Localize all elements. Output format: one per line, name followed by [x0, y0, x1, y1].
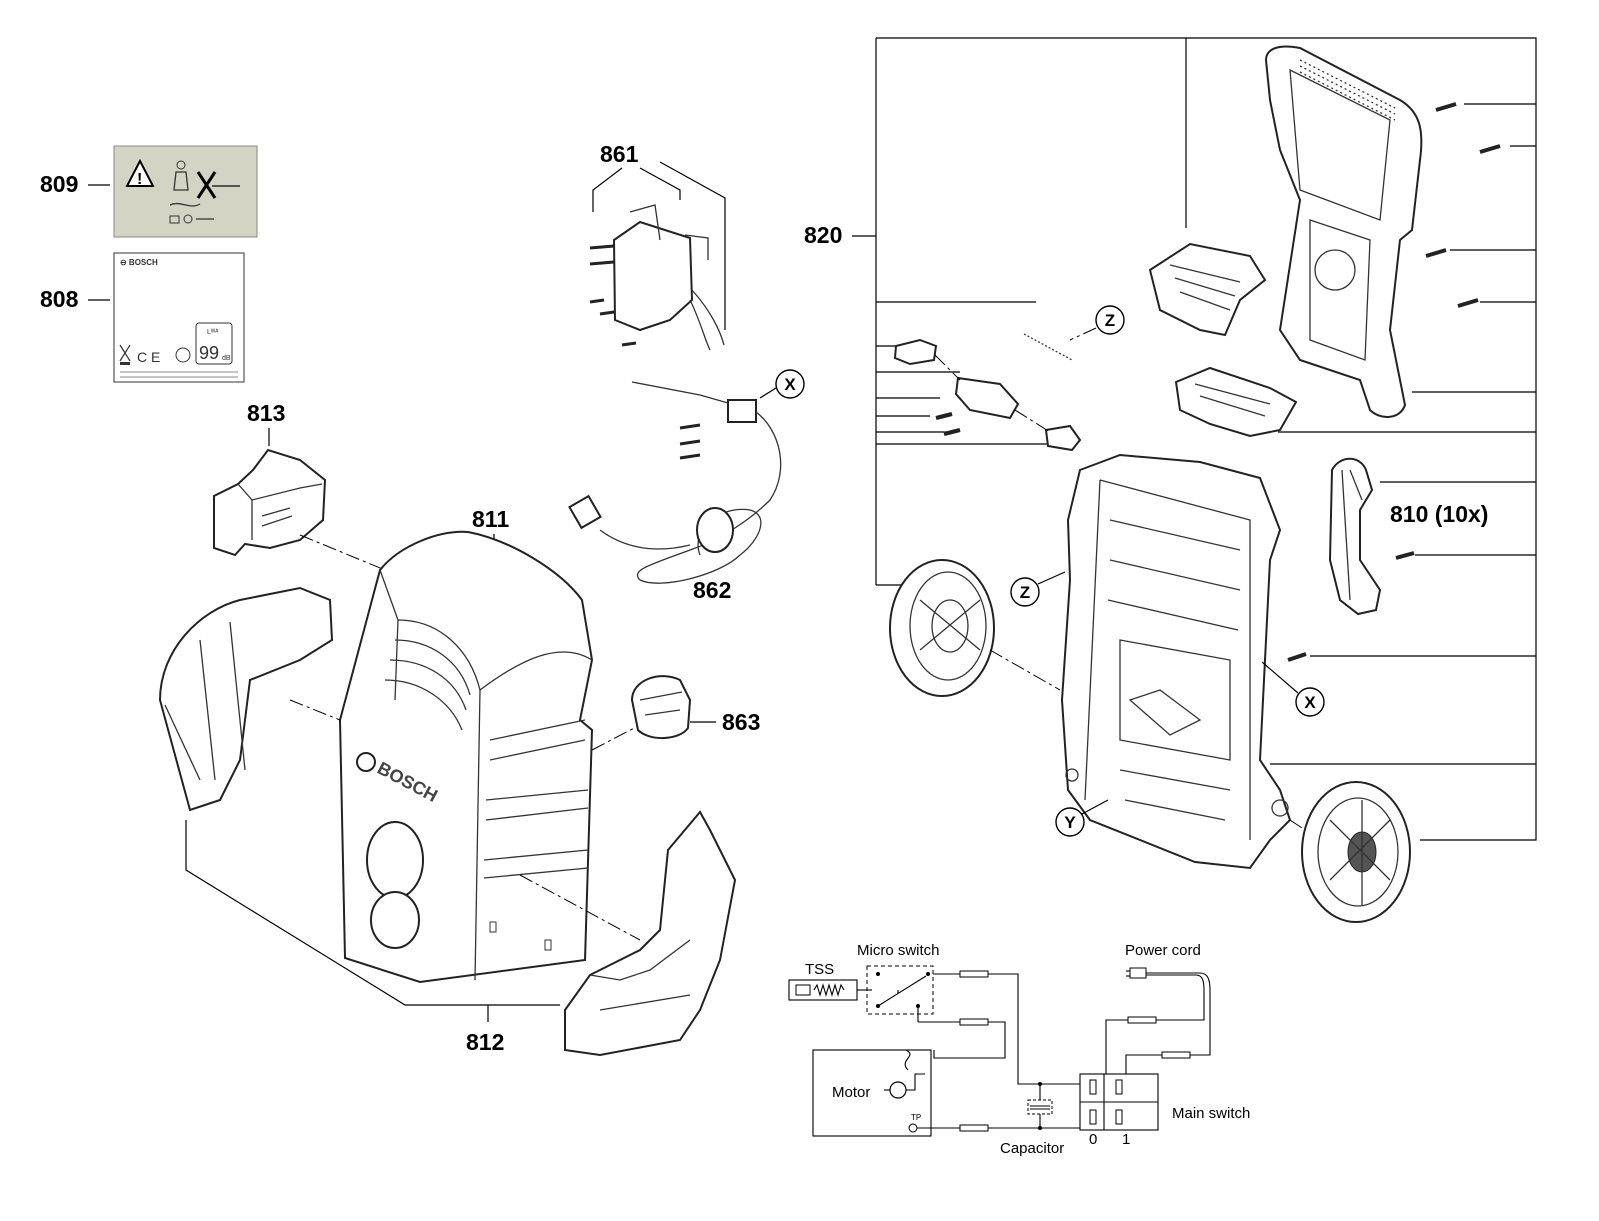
part-808-rating-label: 808 ⊖ BOSCH C E Lᵂᴬ 99 dB [40, 252, 245, 383]
main-switch-label: Main switch [1172, 1105, 1250, 1122]
callout-810: 810 (10x) [1390, 501, 1488, 527]
part-863-knob: 863 [630, 675, 760, 739]
marker-x-top: X [784, 375, 796, 394]
marker-z-mid: Z [1020, 583, 1030, 602]
label808-db-unit: dB [222, 355, 231, 362]
callout-811: 811 [472, 506, 509, 532]
motor-box [812, 1049, 932, 1137]
motor-label: Motor [832, 1084, 870, 1101]
screw-icons [935, 102, 1501, 662]
callout-813: 813 [247, 400, 285, 426]
switch-pos-1: 1 [1122, 1131, 1130, 1148]
tss-label: TSS [805, 961, 834, 978]
callout-820: 820 [804, 222, 842, 248]
marker-y: Y [1064, 813, 1076, 832]
tss-sensor [788, 979, 858, 1001]
power-cord-label: Power cord [1125, 942, 1201, 959]
svg-text:!: ! [137, 171, 142, 188]
tp-label: TP [911, 1113, 921, 1122]
wiring-diagram: TSS Micro switch Power cord Motor [788, 942, 1250, 1157]
micro-switch [866, 965, 934, 1015]
part-811-housing: 811 BOSCH [289, 506, 641, 984]
wheel-left [889, 559, 995, 697]
marker-z-top: Z [1105, 311, 1115, 330]
callout-863: 863 [722, 709, 760, 735]
callout-862: 862 [693, 577, 731, 603]
label808-lwa: Lᵂᴬ [207, 328, 219, 336]
part-812-covers: 812 [158, 586, 737, 1057]
motor-icon [889, 1081, 907, 1099]
callout-812: 812 [466, 1029, 504, 1055]
label808-db-value: 99 [199, 343, 219, 363]
callout-861: 861 [600, 141, 639, 167]
label808-brand: ⊖ BOSCH [120, 258, 158, 267]
micro-switch-label: Micro switch [857, 942, 940, 959]
switch-pos-0: 0 [1089, 1131, 1097, 1148]
part-820-frame-assembly: 820 [804, 37, 1537, 923]
part-813: 813 [213, 400, 386, 571]
warning-triangle-icon [125, 158, 155, 187]
wheel-right [1301, 781, 1411, 923]
part-861-switch-module: 861 [589, 141, 726, 351]
capacitor-label: Capacitor [1000, 1140, 1064, 1157]
ce-mark: C E [137, 349, 160, 365]
callout-808: 808 [40, 286, 79, 312]
marker-x-right: X [1304, 693, 1316, 712]
part-862-power-cord: X 862 [568, 369, 805, 603]
callout-809: 809 [40, 171, 78, 197]
part-809-warning-label: 809 ! [40, 145, 258, 238]
